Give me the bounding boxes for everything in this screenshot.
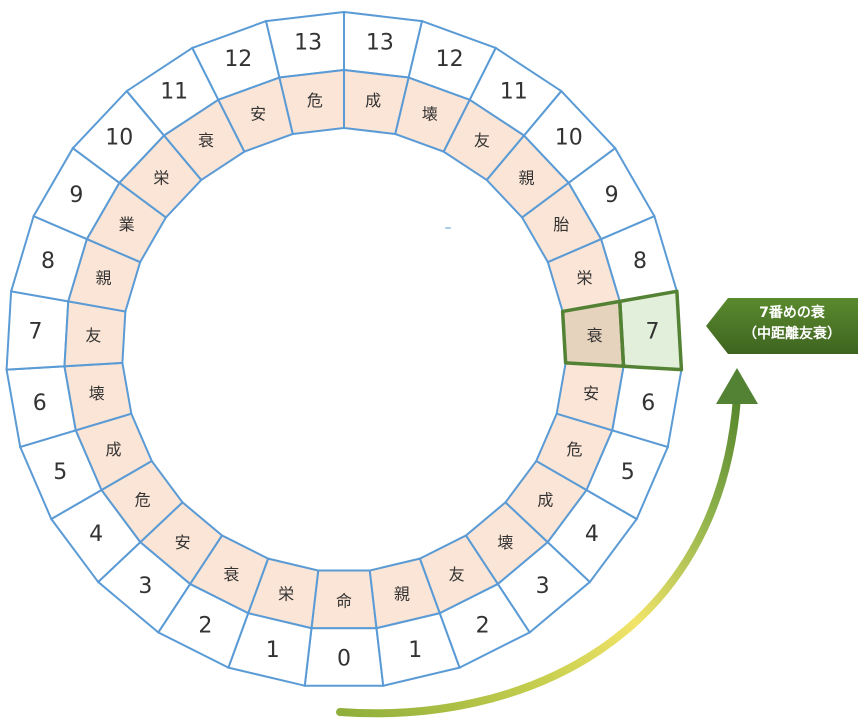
outer-number-left-6: 6: [33, 391, 47, 416]
inner-mansion-left-13: 危: [307, 91, 323, 110]
outer-number-left-5: 5: [53, 460, 67, 485]
inner-mansion-left-1: 栄: [278, 585, 294, 604]
outer-number-left-11: 11: [160, 79, 188, 104]
inner-mansion-right-4: 成: [537, 490, 553, 509]
callout-text: 7番めの衰 （中距離友衰）: [728, 303, 856, 345]
inner-mansion-left-9: 業: [119, 215, 135, 234]
inner-mansion-right-1: 親: [394, 585, 410, 604]
highlight-inner-outline: [560, 299, 626, 369]
callout-shape: [706, 298, 858, 354]
inner-mansion-right-11: 友: [474, 131, 490, 150]
outer-number-right-4: 4: [585, 522, 599, 547]
outer-number-right-3: 3: [536, 574, 550, 599]
inner-mansion-right-5: 危: [566, 440, 582, 459]
inner-mansion-right-9: 胎: [553, 215, 569, 234]
mansion-ring: 0 命 1 親 2 友 3 壊 4 成 5 危 6 安 7 衰 8 栄 9 胎 10 親 11 友 12 壊 13 成 1 栄 2 衰 3 安 4 危…: [5, 10, 684, 687]
outer-number-right-1: 1: [408, 638, 422, 663]
inner-mansion-left-5: 成: [106, 440, 122, 459]
outer-number-left-3: 3: [138, 574, 152, 599]
outer-number-left-1: 1: [266, 638, 280, 663]
inner-mansion-right-8: 栄: [576, 269, 592, 288]
inner-mansion-left-11: 衰: [198, 131, 214, 150]
outer-number-left-7: 7: [29, 320, 43, 345]
inner-mansion-left-10: 栄: [153, 168, 169, 187]
outer-number-right-10: 10: [555, 125, 583, 150]
inner-mansion-left-8: 親: [96, 269, 112, 288]
outer-number-right-11: 11: [500, 79, 528, 104]
center-mark: –: [445, 220, 452, 236]
callout-line-1: 7番めの衰: [759, 305, 825, 321]
inner-mansion-left-3: 安: [175, 533, 191, 552]
inner-mansion-right-2: 友: [449, 565, 465, 584]
callout-line-2: （中距離友衰）: [743, 326, 841, 342]
outer-number-left-8: 8: [41, 249, 55, 274]
outer-number-right-12: 12: [436, 47, 464, 72]
outer-number-left-13: 13: [294, 31, 322, 56]
inner-mansion-left-12: 安: [250, 105, 266, 124]
inner-mansion-right-7: 衰: [587, 326, 603, 345]
inner-mansion-bottom: 命: [336, 592, 352, 611]
outer-number-right-5: 5: [621, 460, 635, 485]
outer-number-right-7: 7: [645, 320, 659, 345]
inner-mansion-left-4: 危: [135, 490, 151, 509]
inner-mansion-left-6: 壊: [89, 384, 105, 403]
inner-cell-left-13: [278, 68, 345, 136]
inner-mansion-left-7: 友: [85, 326, 101, 345]
inner-mansion-right-6: 安: [583, 384, 599, 403]
outer-number-right-8: 8: [633, 249, 647, 274]
outer-number-left-4: 4: [89, 522, 103, 547]
inner-mansion-right-3: 壊: [497, 533, 513, 552]
callout-label: 7番めの衰 （中距離友衰）: [706, 298, 858, 354]
curved-arrow-shaft: [336, 394, 741, 718]
outer-number-right-13: 13: [366, 31, 394, 56]
outer-number-left-12: 12: [224, 47, 252, 72]
outer-number-bottom: 0: [337, 647, 351, 672]
curved-arrow: [336, 368, 758, 718]
outer-number-right-9: 9: [605, 183, 619, 208]
inner-mansion-right-13: 成: [365, 91, 381, 110]
inner-mansion-right-12: 壊: [422, 105, 438, 124]
inner-mansion-left-2: 衰: [223, 565, 239, 584]
outer-number-left-2: 2: [198, 614, 212, 639]
curved-arrow-head: [716, 368, 758, 404]
outer-number-right-6: 6: [641, 391, 655, 416]
outer-number-left-9: 9: [69, 183, 83, 208]
inner-mansion-right-10: 親: [519, 168, 535, 187]
outer-number-right-2: 2: [476, 614, 490, 639]
outer-number-left-10: 10: [105, 125, 133, 150]
